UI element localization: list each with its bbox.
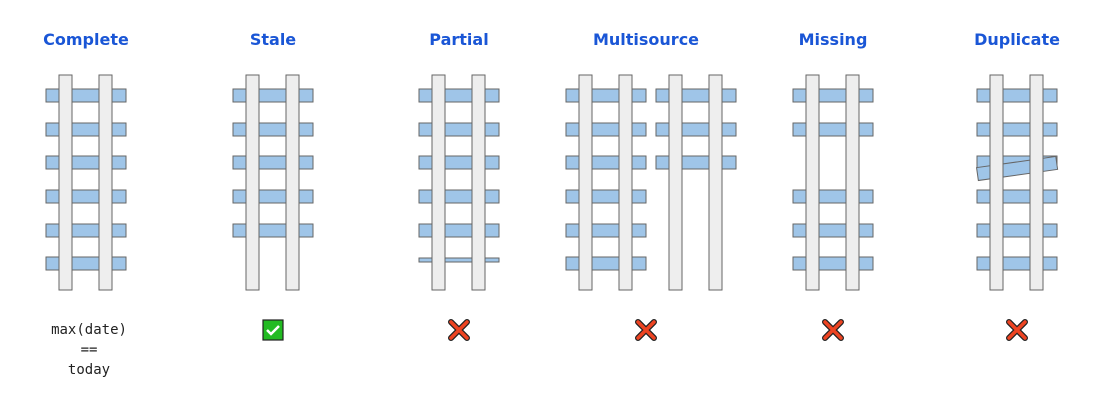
rail (245, 74, 260, 291)
tie (45, 189, 127, 204)
tie (45, 223, 127, 238)
tie (418, 155, 500, 170)
tie (655, 122, 737, 137)
tie (792, 223, 874, 238)
track (655, 74, 737, 291)
tie (655, 88, 737, 103)
rail (989, 74, 1004, 291)
track (975, 74, 1059, 291)
track (232, 74, 314, 291)
rail (668, 74, 683, 291)
tie (232, 155, 314, 170)
rail (285, 74, 300, 291)
panel-title: Missing (798, 30, 868, 49)
tie (232, 223, 314, 238)
track (418, 74, 500, 291)
tie (655, 155, 737, 170)
tie (45, 155, 127, 170)
tie (232, 88, 314, 103)
tie (45, 256, 127, 271)
tie (565, 88, 647, 103)
tie (565, 122, 647, 137)
tie (792, 256, 874, 271)
freshness-condition: max(date) == today (29, 320, 149, 380)
tie-partial (418, 257, 500, 263)
panel-title: Duplicate (974, 30, 1060, 49)
track (792, 74, 874, 291)
tie (792, 88, 874, 103)
panel-title: Multisource (592, 30, 700, 49)
rail (471, 74, 486, 291)
track (45, 74, 127, 291)
check-icon (262, 319, 284, 341)
tie (792, 189, 874, 204)
tie (976, 189, 1058, 204)
tie (232, 189, 314, 204)
tie (565, 155, 647, 170)
panel-title: Complete (43, 30, 129, 49)
condition-line: == (80, 342, 98, 358)
panel-title: Stale (249, 30, 297, 49)
rail (578, 74, 593, 291)
tie (976, 122, 1058, 137)
check-box (262, 319, 284, 341)
tie (418, 189, 500, 204)
rail (618, 74, 633, 291)
tie (418, 122, 500, 137)
rail (805, 74, 820, 291)
tie (565, 223, 647, 238)
tie (792, 122, 874, 137)
tie (418, 88, 500, 103)
cross-icon (448, 319, 470, 341)
tie (45, 122, 127, 137)
condition-line: max(date) (51, 322, 127, 338)
tie (976, 223, 1058, 238)
tie (976, 88, 1058, 103)
panel-title: Partial (429, 30, 489, 49)
cross-mark (449, 320, 469, 340)
cross-icon (822, 319, 844, 341)
tie (418, 223, 500, 238)
tie (565, 256, 647, 271)
rail (431, 74, 446, 291)
check-mark (266, 325, 280, 336)
rail (58, 74, 73, 291)
cross-icon (1006, 319, 1028, 341)
rail (708, 74, 723, 291)
tie (976, 256, 1058, 271)
tie (45, 88, 127, 103)
rail (1029, 74, 1044, 291)
cross-mark (1007, 320, 1027, 340)
track (565, 74, 647, 291)
rail (845, 74, 860, 291)
cross-mark (823, 320, 843, 340)
tie (232, 122, 314, 137)
cross-mark (636, 320, 656, 340)
tie (565, 189, 647, 204)
cross-icon (635, 319, 657, 341)
condition-line: today (67, 362, 111, 378)
rail (98, 74, 113, 291)
